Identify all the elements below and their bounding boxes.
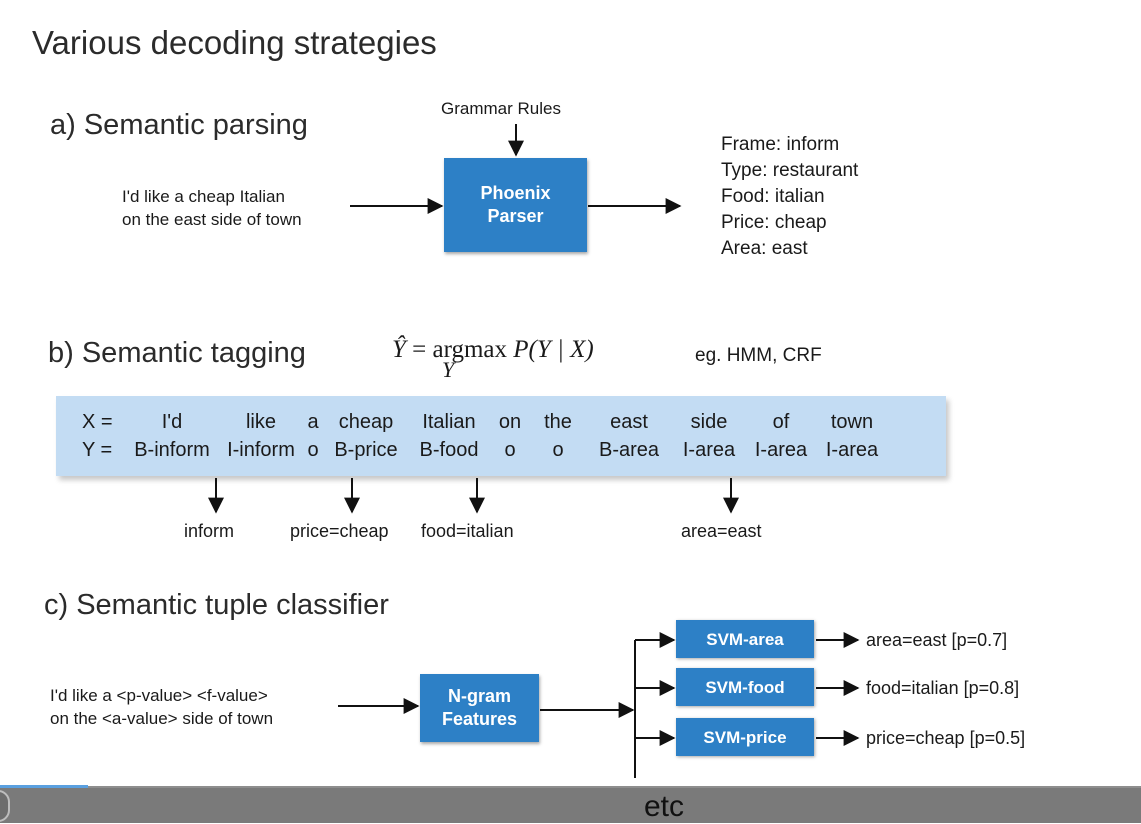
parse-input-text: I'd like a cheap Italian on the east sid… [122,185,302,231]
tag: o [552,439,564,461]
classifier-input-line: I'd like a <p-value> <f-value> [50,686,268,705]
x-label: X = [82,411,113,433]
tag: o [504,439,516,461]
section-c-title: c) Semantic tuple classifier [44,589,389,621]
y-label: Y = [82,439,113,461]
video-control-bar[interactable]: etc [0,785,1141,823]
parse-output-line: Area: east [721,238,808,259]
svm-area-output: area=east [p=0.7] [866,630,1008,650]
word: like [245,411,276,433]
tag: B-price [334,439,398,461]
tag: o [307,439,319,461]
formula-sub: Y [442,357,455,382]
argmax-formula: Ŷ = argmax P(Y | X) Y [392,336,594,382]
scrub-handle[interactable] [0,790,10,822]
parse-input-line: I'd like a cheap Italian [122,187,285,206]
parse-output-line: Price: cheap [721,212,827,233]
features-box-line: Features [441,709,518,729]
word: I'd [161,411,183,433]
classifier-input-text: I'd like a <p-value> <f-value> on the <a… [50,684,273,730]
formula-eq: = arg [405,336,464,363]
tag: B-area [598,439,660,461]
word: on [498,411,522,433]
words-row: X = I'd like a cheap Italian on the east… [82,410,886,434]
word: town [830,411,874,433]
formula-max: max [463,336,508,363]
tag-output-inform: inform [184,521,235,541]
parser-box-line: Phoenix [480,183,551,203]
word: side [690,411,728,433]
parser-box-line: Parser [487,206,544,226]
word: cheap [338,411,394,433]
tag: I-inform [227,439,295,461]
tag-output-price: price=cheap [290,521,389,541]
parse-output-line: Frame: inform [721,134,840,155]
word: east [610,411,648,433]
word: a [307,411,319,433]
formula-rhs: P(Y | X) [513,336,594,363]
svm-food-box: SVM-food [676,668,814,706]
tag: I-area [682,439,736,461]
word: of [772,411,790,433]
parse-output-line: Food: italian [721,186,825,207]
formula-lhs: Ŷ [392,336,406,363]
tag-output-food: food=italian [421,521,514,541]
parse-output-line: Type: restaurant [721,160,859,181]
tags-row: Y = B-inform I-inform o B-price B-food o… [82,438,886,462]
tag-output-area: area=east [681,521,762,541]
progress-indicator [0,785,88,788]
page-title: Various decoding strategies [32,24,437,61]
tagging-band [56,396,946,476]
grammar-rules-label: Grammar Rules [441,99,561,118]
parse-output-frame: Frame: inform Type: restaurant Food: ita… [721,132,858,262]
svm-area-box: SVM-area [676,620,814,658]
tag: I-area [825,439,879,461]
section-a-title: a) Semantic parsing [50,109,308,141]
caption-text: etc [644,790,685,823]
svm-price-box: SVM-price [676,718,814,756]
features-box-line: N-gram [447,686,511,706]
parse-input-line: on the east side of town [122,210,302,229]
model-examples: eg. HMM, CRF [695,345,822,366]
phoenix-parser-box: Phoenix Parser [444,158,587,252]
svm-price-output: price=cheap [p=0.5] [866,728,1026,748]
word: Italian [422,411,476,433]
ngram-features-box: N-gram Features [420,674,539,742]
tag: I-area [754,439,808,461]
section-b-title: b) Semantic tagging [48,337,306,369]
svm-food-output: food=italian [p=0.8] [866,678,1020,698]
tag: B-inform [134,439,210,461]
classifier-input-line: on the <a-value> side of town [50,709,274,728]
word: the [544,411,572,433]
tag: B-food [419,439,479,461]
